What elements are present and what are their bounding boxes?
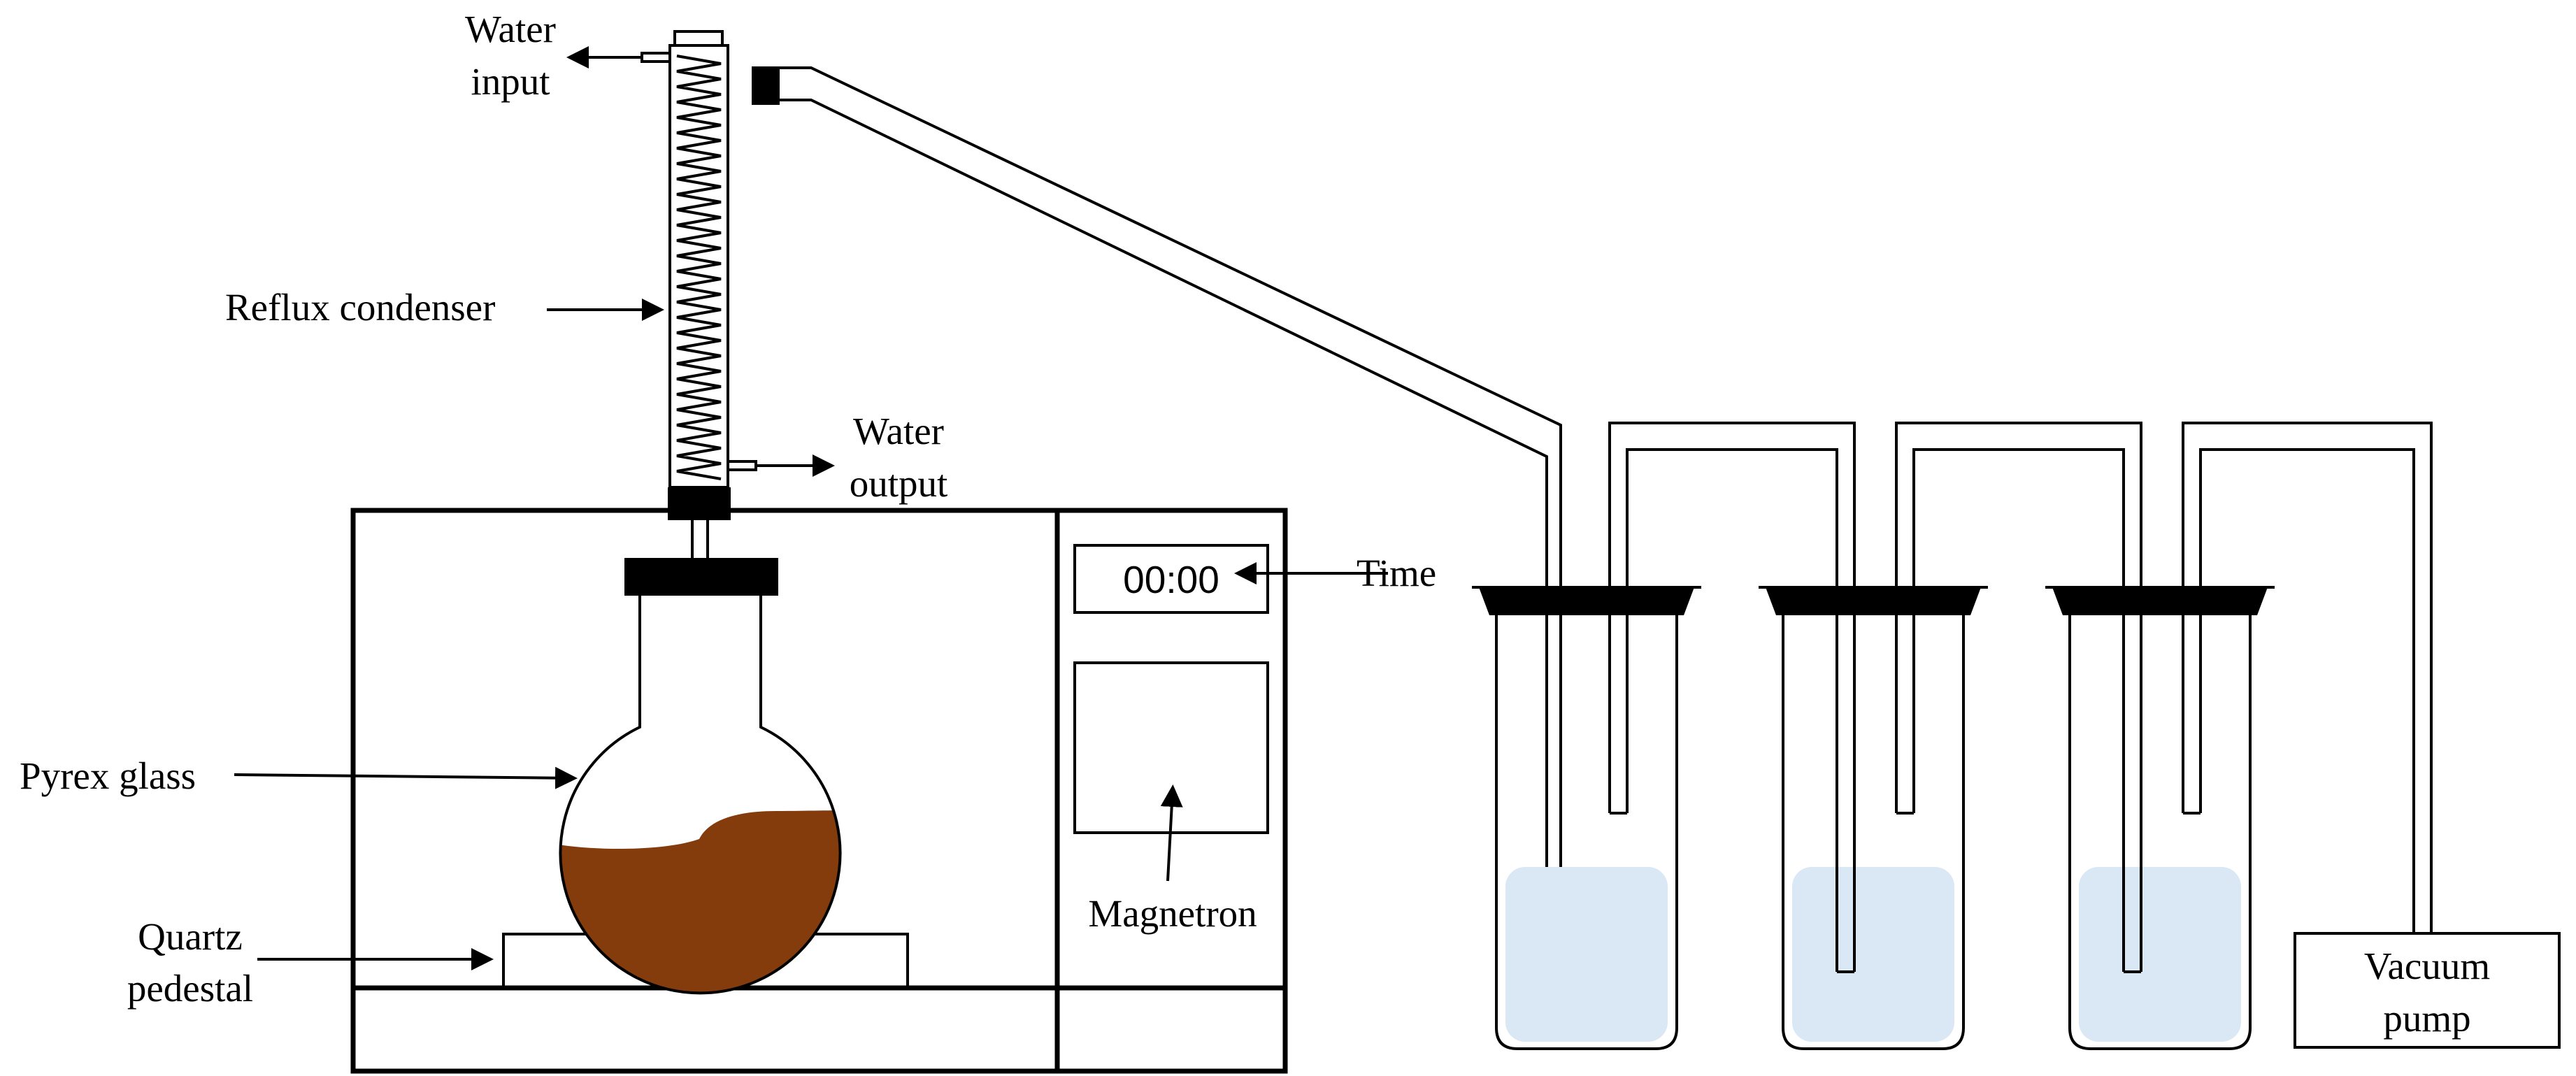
magnetron-arrow (1160, 784, 1183, 882)
bottle-cap (1766, 587, 1981, 615)
bottle-cap (2052, 587, 2268, 615)
condenser-stopper (668, 487, 731, 520)
flask-stopper (624, 558, 778, 596)
bottle-liquid (1792, 867, 1954, 1042)
bottle-liquid (2079, 867, 2241, 1042)
water-input-label-line2: input (471, 60, 550, 103)
quartz-pedestal-label-line1: Quartz (138, 915, 243, 958)
water-output-label-line1: Water (853, 410, 944, 452)
bottle-connecting-tubes (1608, 422, 2433, 973)
quartz-pedestal-label-line2: pedestal (127, 967, 253, 1010)
gas-washing-bottle-1 (1472, 586, 1701, 1050)
timer-display: 00:00 (1073, 544, 1269, 614)
bottle-body (1495, 615, 1678, 1050)
timer-value: 00:00 (1123, 558, 1219, 601)
gas-washing-bottle-3 (2045, 586, 2275, 1050)
pyrex-glass-label: Pyrex glass (20, 754, 196, 797)
pyrex-glass-arrow (234, 766, 578, 789)
condenser-outlet-connector (752, 66, 780, 105)
water-output-label-line2: output (850, 462, 948, 505)
gas-washing-bottle-2 (1759, 586, 1988, 1050)
gas-washing-bottles (1472, 586, 2275, 1050)
vacuum-pump-label-line2: pump (2383, 997, 2470, 1040)
time-label: Time (1357, 552, 1436, 594)
vacuum-pump: Vacuum pump (2294, 932, 2561, 1049)
bottle-cap (1479, 587, 1694, 615)
bottle-body (2068, 615, 2252, 1050)
bottle-liquid (1505, 867, 1668, 1042)
reflux-condenser-label: Reflux condenser (225, 286, 495, 329)
pyrex-flask (559, 520, 842, 995)
reflux-condenser (641, 30, 780, 520)
magnetron-label: Magnetron (1088, 892, 1257, 935)
water-input-label-line1: Water (465, 8, 556, 50)
bottle-body (1782, 615, 1965, 1050)
vacuum-pump-label-line1: Vacuum (2364, 945, 2490, 987)
flask-liquid (560, 810, 840, 993)
